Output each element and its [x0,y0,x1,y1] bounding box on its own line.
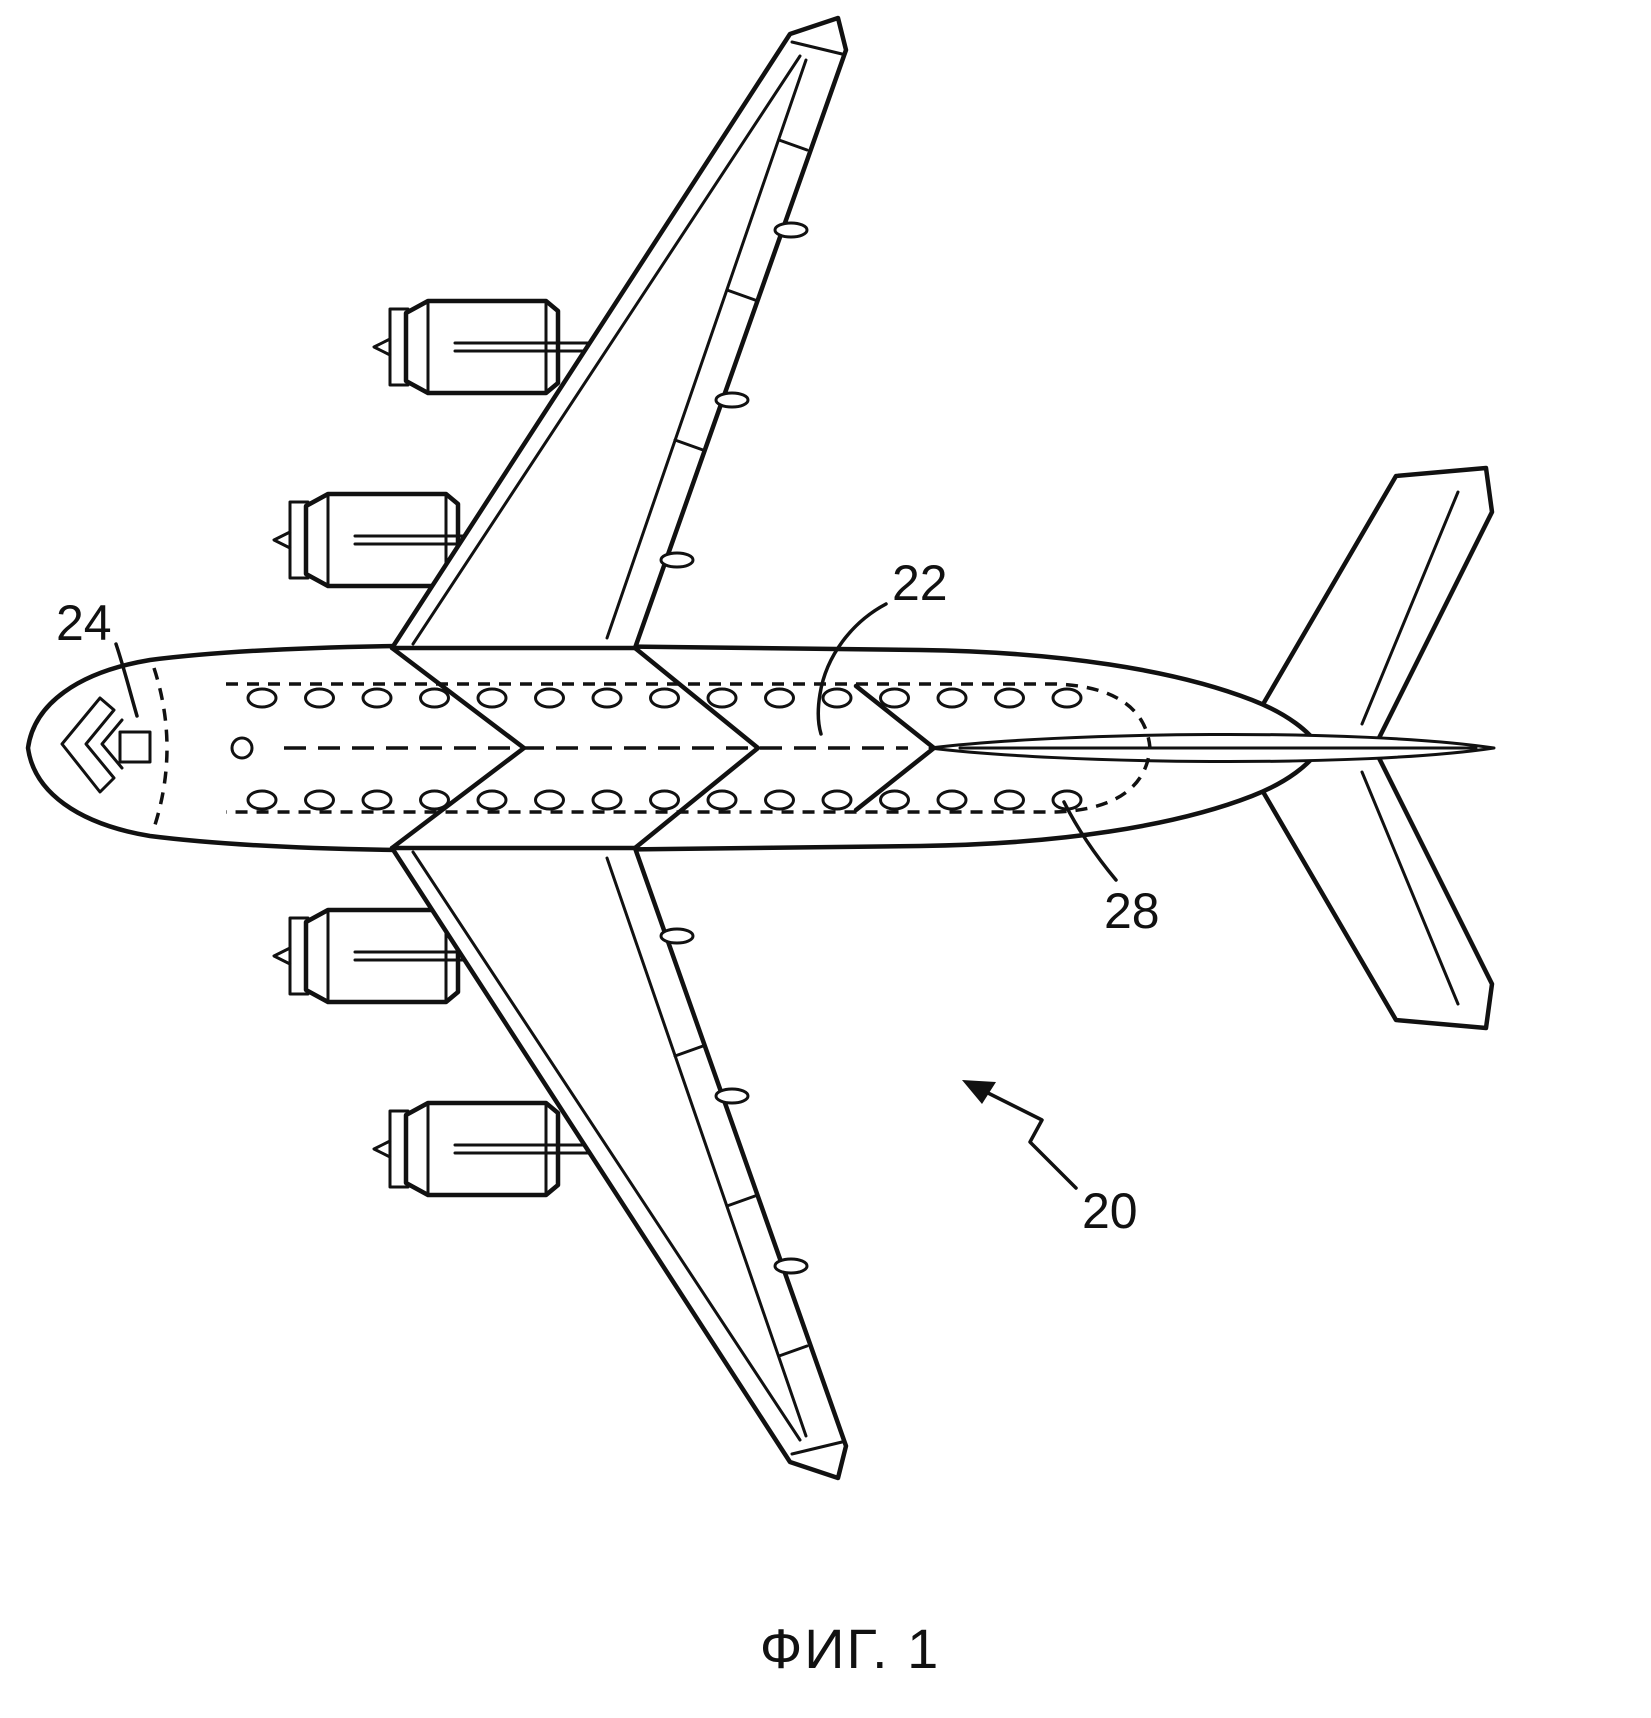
cockpit-hatch-rectangle [118,730,152,764]
tail-group [1259,465,1495,1031]
cabin-window [649,789,680,811]
flap-fairing [659,551,695,569]
cabin-window [476,789,508,811]
nose-gear-circle [230,736,254,760]
flap-fairing [773,1257,809,1275]
cabin-window [649,687,680,709]
flap-fairing [773,221,809,239]
cabin-window [821,687,853,709]
horizontal-stabilizer-upper [1259,465,1495,751]
cabin-window [879,687,910,709]
flap-fairing [659,927,695,945]
cabin-window [1051,687,1083,709]
label-window-28: 28 [1104,883,1160,939]
cabin-windows [246,687,1083,811]
wing-lower [389,845,849,1481]
cabin-window [879,789,910,811]
cabin-outline-dashed [226,682,1152,814]
leader-line-24 [114,642,139,718]
label-aircraft-20: 20 [1082,1183,1138,1239]
horizontal-stabilizer-lower [1259,745,1495,1031]
cabin-window [821,789,853,811]
cabin-window [591,687,623,709]
wing-lower-rib-ticks [673,1044,809,1358]
cabin-window [764,789,795,811]
stabilizer-carrythrough [853,683,937,813]
wing-upper-rib-ticks [673,138,809,452]
cabin-window [534,789,565,811]
wing-upper [389,15,849,651]
nose-details [60,696,254,794]
ref-arrow-20-head [962,1080,996,1104]
wing-upper-tip-chord [790,40,844,56]
windshield-chevron-inner [100,718,124,770]
flap-fairing [714,1087,750,1105]
wing-lower-slat-line [411,850,802,1442]
flap-fairing [714,391,750,409]
leader-line-28 [1062,800,1118,882]
cabin-window [936,789,968,811]
cabin-window [419,789,450,811]
wing-upper-flap-line [605,58,808,640]
cabin-window [534,687,565,709]
cabin-window [764,687,795,709]
cabin-window [304,789,335,811]
cabin-window [246,789,278,811]
cabin-window [361,789,393,811]
wing-lower-flap-line [605,856,808,1438]
ref-arrow-20-shaft [984,1090,1078,1190]
cabin-window [361,687,393,709]
elevator-line-lower [1360,770,1460,1006]
reference-annotations: 24 22 28 20 [56,555,1160,1239]
cabin-window [994,789,1025,811]
cabin-window [591,789,623,811]
cabin-window [706,789,738,811]
figure-caption: ФИГ. 1 [760,1617,941,1680]
cabin-window [419,687,450,709]
wing-lower-tip-chord [790,1440,844,1456]
cabin-window [304,687,335,709]
cabin-window [246,687,278,709]
elevator-line-upper [1360,490,1460,726]
windshield-chevron-outer [60,696,116,794]
label-nose-24: 24 [56,595,112,651]
wing-trailing-edge-carrythrough [632,645,761,851]
leader-line-22 [816,602,888,736]
cabin-window [936,687,968,709]
wing-upper-slat-line [411,54,802,646]
cabin-window [706,687,738,709]
cabin-window [476,687,508,709]
label-fuselage-22: 22 [892,555,948,611]
cabin-window [994,687,1025,709]
